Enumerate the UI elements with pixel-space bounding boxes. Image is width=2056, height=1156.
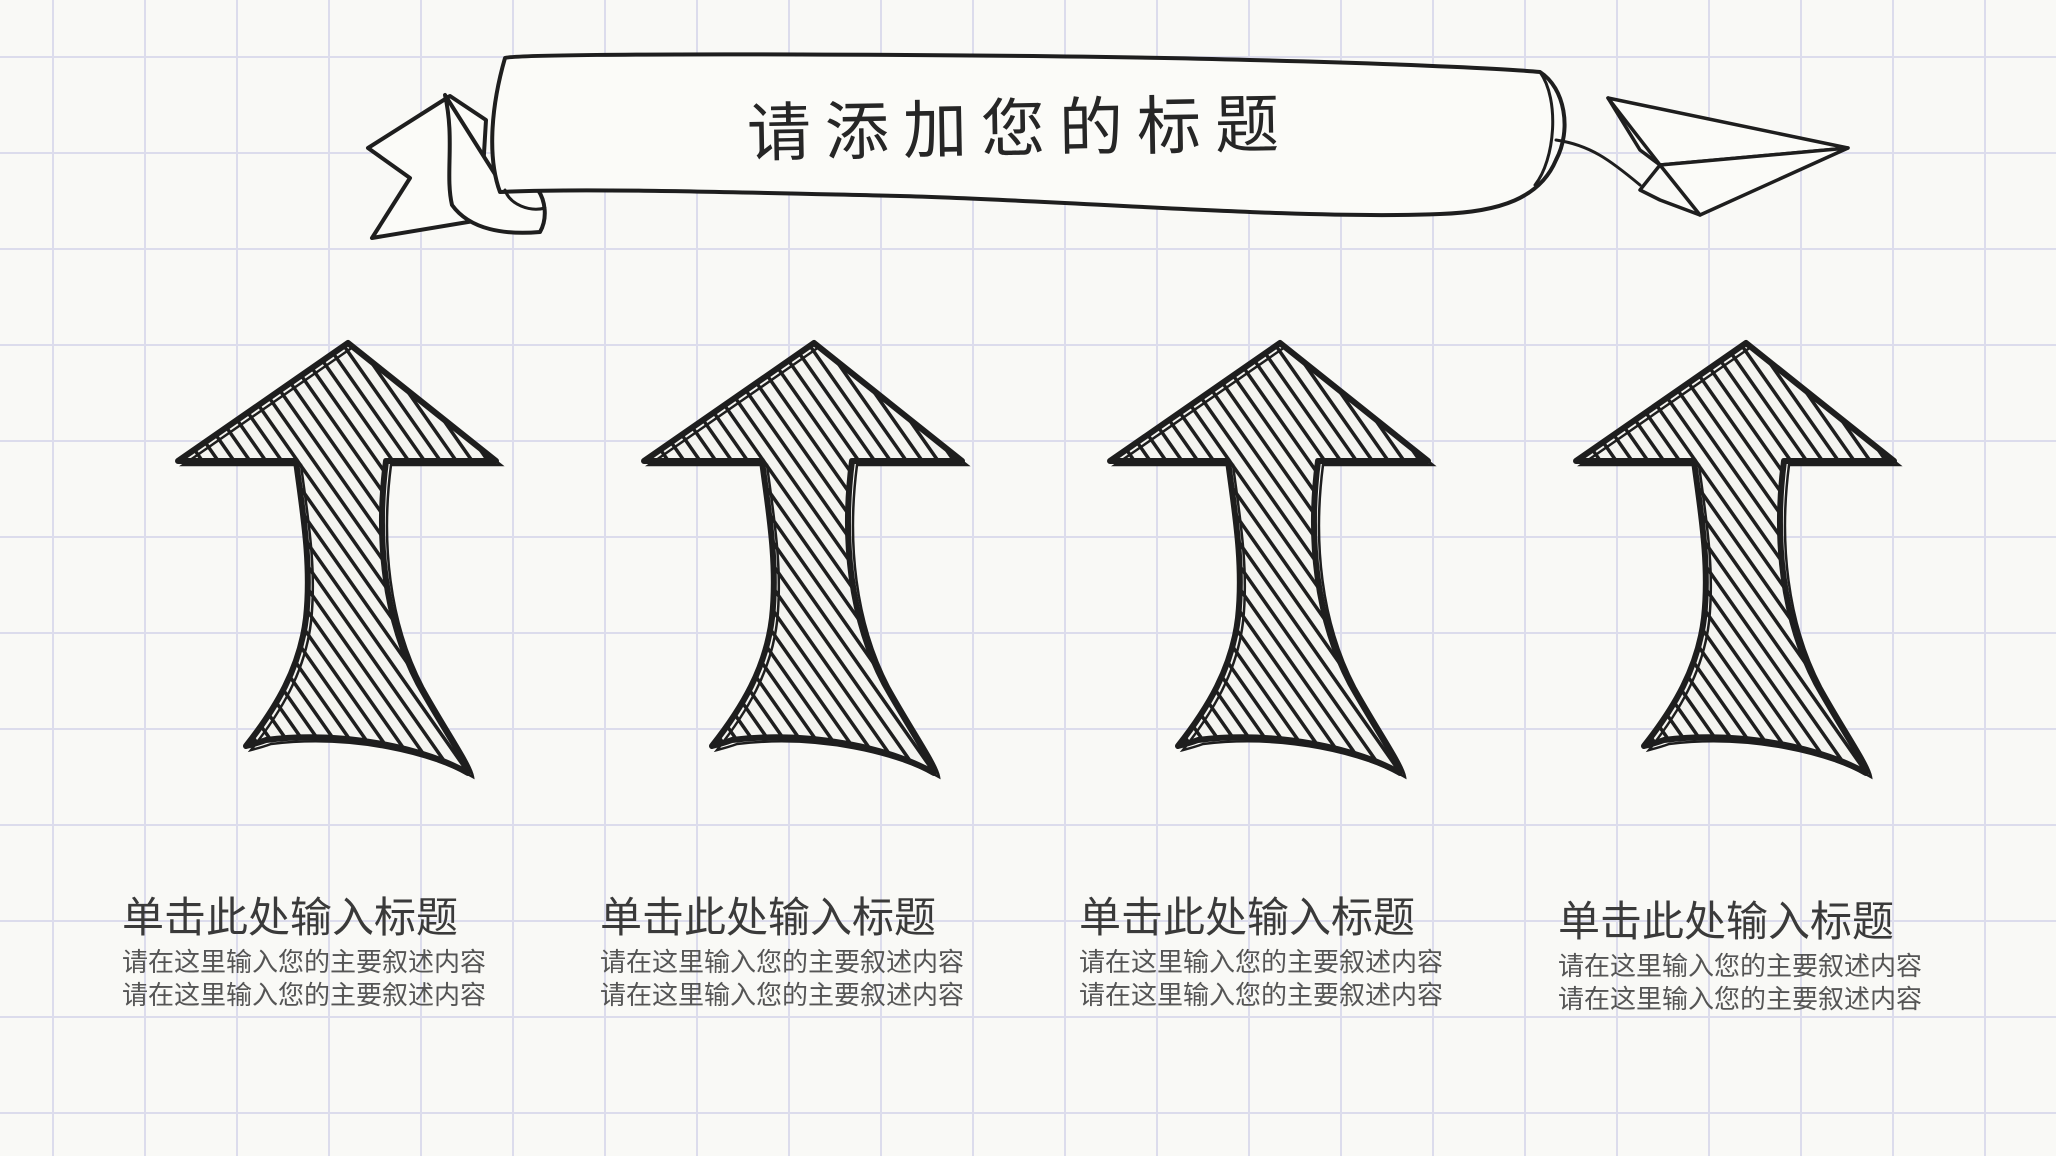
arrow-4: [1576, 343, 1899, 777]
item-desc-line[interactable]: 请在这里输入您的主要叙述内容: [1558, 983, 1978, 1016]
item-desc-line[interactable]: 请在这里输入您的主要叙述内容: [600, 946, 1020, 979]
paper-plane-icon: [1608, 98, 1848, 215]
item-desc-line[interactable]: 请在这里输入您的主要叙述内容: [1558, 950, 1978, 983]
item-title[interactable]: 单击此处输入标题: [122, 890, 542, 946]
arrow-2: [644, 343, 967, 777]
text-block-2: 单击此处输入标题 请在这里输入您的主要叙述内容 请在这里输入您的主要叙述内容: [600, 890, 1020, 1012]
slide-title[interactable]: 请添加您的标题: [619, 63, 1421, 197]
item-desc-line[interactable]: 请在这里输入您的主要叙述内容: [600, 979, 1020, 1012]
item-desc-line[interactable]: 请在这里输入您的主要叙述内容: [122, 946, 542, 979]
item-desc-line[interactable]: 请在这里输入您的主要叙述内容: [122, 979, 542, 1012]
item-title[interactable]: 单击此处输入标题: [1079, 890, 1499, 946]
ribbon-tail-line: [1556, 140, 1640, 185]
text-block-1: 单击此处输入标题 请在这里输入您的主要叙述内容 请在这里输入您的主要叙述内容: [122, 890, 542, 1012]
item-desc-line[interactable]: 请在这里输入您的主要叙述内容: [1079, 979, 1499, 1012]
text-block-3: 单击此处输入标题 请在这里输入您的主要叙述内容 请在这里输入您的主要叙述内容: [1079, 890, 1499, 1012]
item-title[interactable]: 单击此处输入标题: [1558, 894, 1978, 950]
item-desc-line[interactable]: 请在这里输入您的主要叙述内容: [1079, 946, 1499, 979]
arrow-3: [1110, 343, 1433, 777]
item-title[interactable]: 单击此处输入标题: [600, 890, 1020, 946]
text-block-4: 单击此处输入标题 请在这里输入您的主要叙述内容 请在这里输入您的主要叙述内容: [1558, 894, 1978, 1016]
arrow-1: [178, 343, 501, 777]
